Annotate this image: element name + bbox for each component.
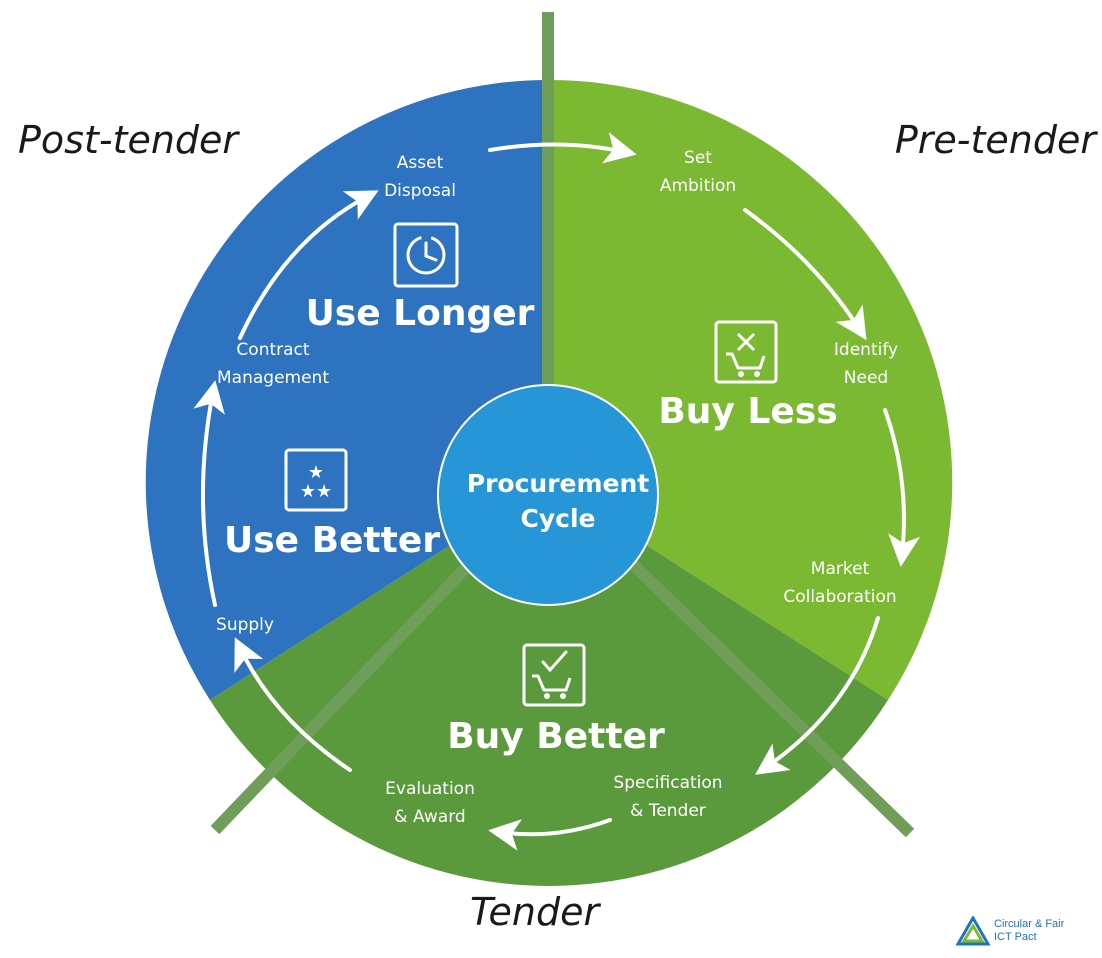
- clock-icon: [393, 222, 459, 288]
- cycle-arrows: [193, 132, 921, 851]
- arrow-supply-to-contract: [193, 380, 225, 607]
- step-set-ambition-2: Ambition: [660, 176, 736, 196]
- step-asset-disposal-2: Disposal: [384, 181, 456, 201]
- buy-less-title: Buy Less: [658, 391, 837, 432]
- step-evaluation-award-1: Evaluation: [385, 779, 475, 799]
- arrow-ambition-to-identify: [743, 208, 867, 341]
- step-evaluation-award-2: & Award: [394, 807, 465, 827]
- arrow-contract-to-disposal: [238, 190, 379, 340]
- pre-tender-label: Pre-tender: [894, 118, 1096, 162]
- center-label-line2: Cycle: [521, 504, 596, 533]
- step-market-collaboration-2: Collaboration: [783, 587, 896, 607]
- arrow-spec-to-eval: [488, 818, 612, 851]
- arrow-market-to-spec: [755, 616, 880, 775]
- arrow-identify-to-market: [883, 408, 921, 567]
- svg-text:★★: ★★: [300, 481, 332, 502]
- cart-remove-icon: [714, 320, 778, 384]
- stars-icon: ★ ★★: [284, 448, 348, 512]
- step-identify-need-2: Need: [844, 368, 888, 388]
- use-longer-title: Use Longer: [306, 293, 535, 334]
- buy-better-title: Buy Better: [447, 716, 665, 757]
- pre-tender-sector: [548, 79, 953, 701]
- step-market-collaboration-1: Market: [811, 559, 870, 579]
- cart-check-icon: [522, 643, 586, 707]
- svg-text:★: ★: [308, 462, 324, 483]
- use-better-title: Use Better: [224, 520, 440, 561]
- step-contract-management-2: Management: [217, 368, 329, 388]
- post-tender-label: Post-tender: [18, 118, 239, 162]
- arrow-eval-to-supply: [234, 637, 352, 772]
- step-specification-tender-1: Specification: [613, 773, 722, 793]
- center-circle: [437, 384, 659, 606]
- circular-fair-ict-pact-logo: Circular & Fair ICT Pact: [956, 908, 1096, 954]
- step-identify-need-1: Identify: [834, 340, 898, 360]
- post-tender-sector: [145, 79, 548, 700]
- step-supply: Supply: [216, 615, 274, 635]
- logo-line1: Circular & Fair: [994, 918, 1065, 930]
- step-specification-tender-2: & Tender: [630, 801, 706, 821]
- tender-sector: [210, 482, 888, 886]
- tender-label: Tender: [470, 890, 600, 934]
- step-contract-management-1: Contract: [236, 340, 309, 360]
- step-set-ambition-1: Set: [684, 148, 712, 168]
- triangle-logo-icon: [956, 916, 990, 946]
- center-label-line1: Procurement: [467, 469, 650, 498]
- arrow-disposal-to-ambition: [488, 132, 637, 164]
- logo-line2: ICT Pact: [994, 931, 1037, 943]
- step-asset-disposal-1: Asset: [397, 153, 444, 173]
